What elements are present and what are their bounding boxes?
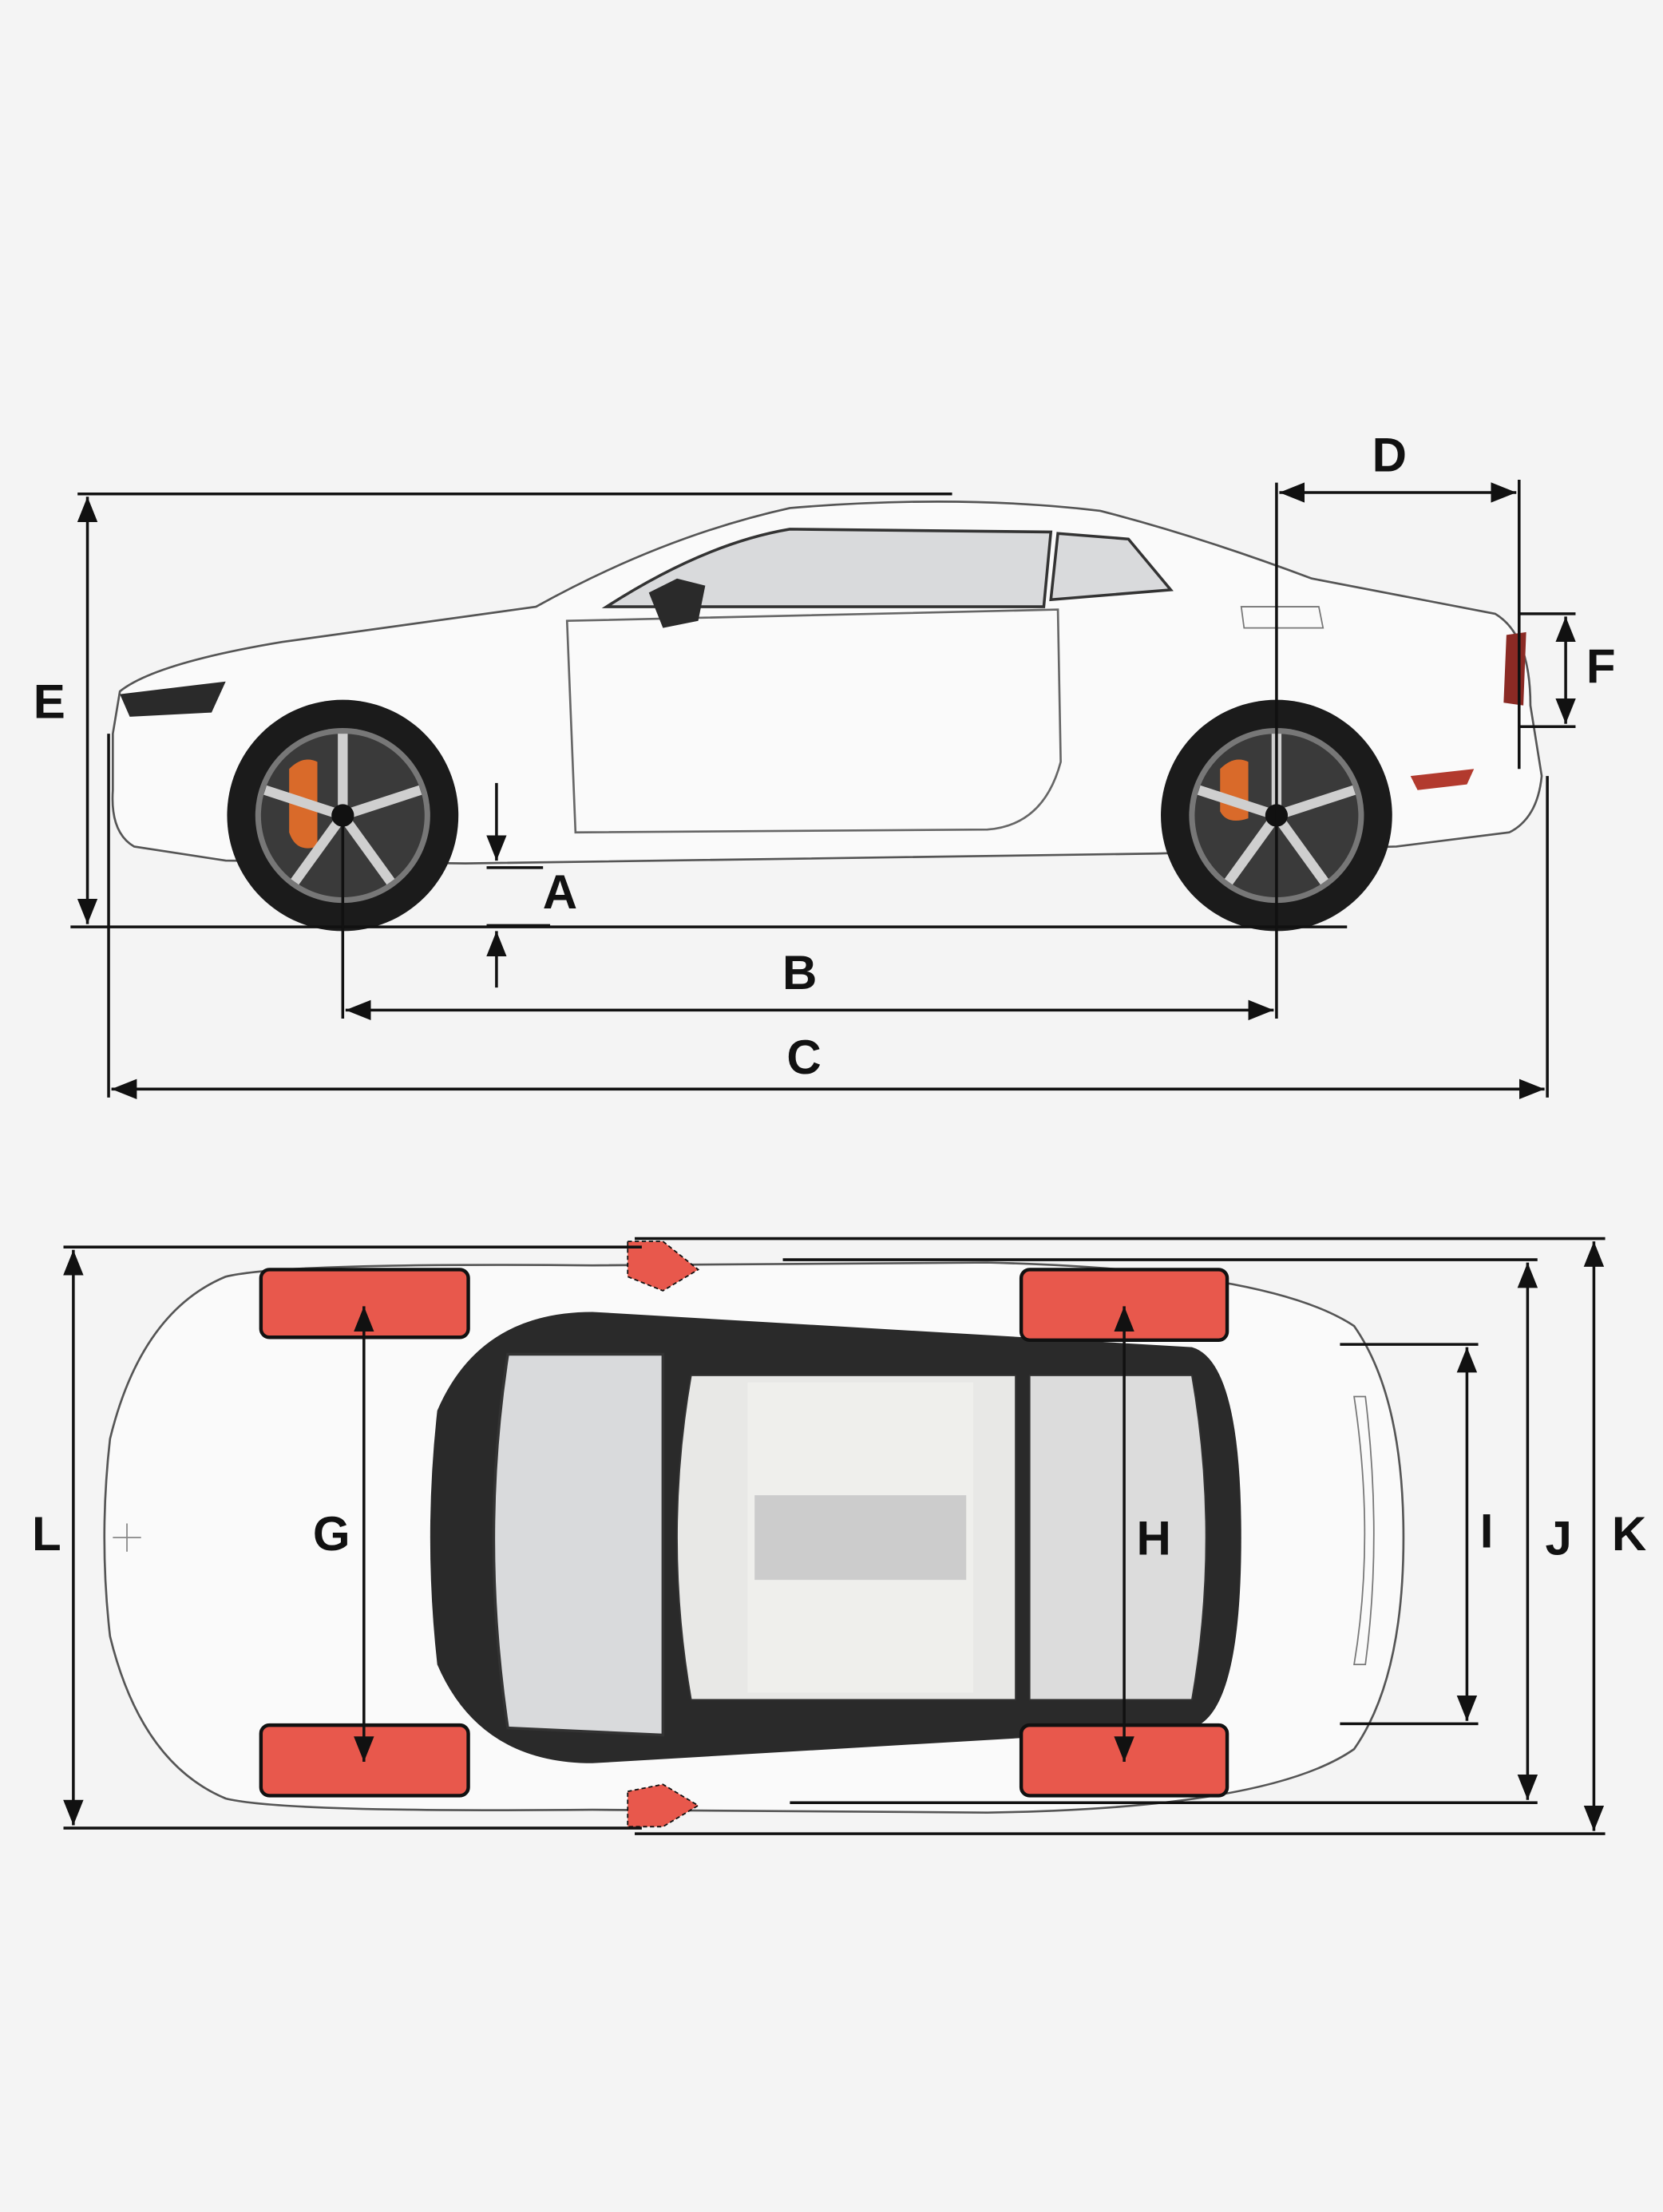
label-g: G bbox=[313, 1507, 350, 1561]
label-k: K bbox=[1612, 1507, 1646, 1561]
top-dimensions: G H I J K L bbox=[32, 1237, 1646, 1835]
label-b: B bbox=[782, 946, 817, 999]
label-a: A bbox=[543, 865, 577, 919]
label-h: H bbox=[1137, 1511, 1171, 1565]
label-c: C bbox=[786, 1031, 821, 1084]
side-dimensions: A B C D E F bbox=[34, 428, 1616, 1100]
label-e: E bbox=[34, 675, 65, 729]
label-l: L bbox=[32, 1507, 61, 1561]
label-f: F bbox=[1586, 639, 1616, 693]
label-i: I bbox=[1480, 1504, 1494, 1557]
label-d: D bbox=[1372, 428, 1407, 481]
label-j: J bbox=[1546, 1511, 1572, 1565]
top-view-car bbox=[103, 1241, 1405, 1828]
side-view-car bbox=[111, 501, 1543, 932]
front-wheel bbox=[227, 699, 459, 932]
